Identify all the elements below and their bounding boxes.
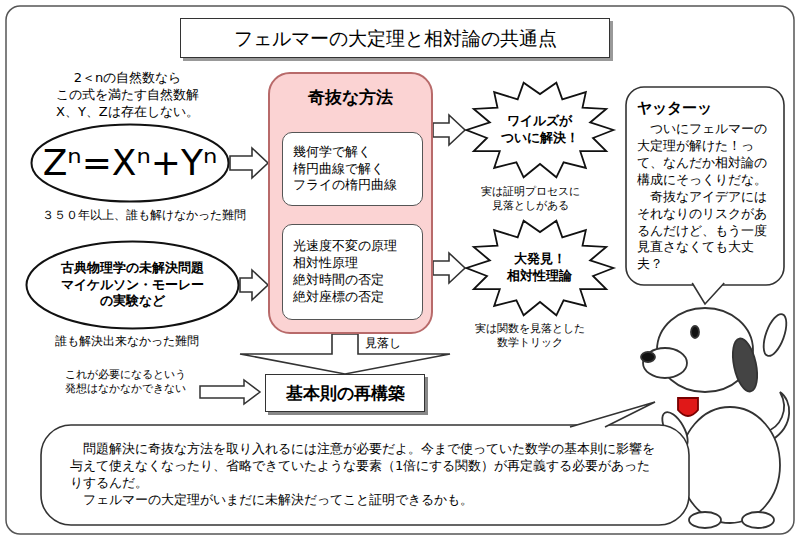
bubble-tail xyxy=(570,402,655,427)
white-node: 幾何学で解く 楕円曲線で解く フライの楕円曲線 xyxy=(282,132,423,206)
block-arrow xyxy=(230,148,268,178)
note-label: 実は関数を見落とした 数学トリック xyxy=(472,322,589,351)
leader-arrow xyxy=(200,380,260,404)
node-heading: 光速度不変の原理 相対性原理 絶対時間の否定 絶対座標の否定 xyxy=(293,238,405,306)
node-body: 奇抜なアイデアにはそれなりのリスクがあるんだけど、もう一度見直さなくても大丈夫？ xyxy=(637,189,773,273)
page-frame xyxy=(6,6,794,534)
block-arrow xyxy=(240,334,450,374)
block-arrow xyxy=(240,270,268,300)
node-body: フェルマーの大定理がいまだに未解決だってこと証明できるかも。 xyxy=(70,492,660,509)
title-text: フェルマーの大定理と相対論の共通点 xyxy=(234,26,557,51)
box7-node: 基本則の再構築 xyxy=(265,374,425,412)
star-node: ワイルズが ついに解決！ xyxy=(465,80,615,180)
ellipse-shape xyxy=(32,125,229,202)
node-heading: ヤッターッ xyxy=(637,99,773,119)
note-label: 誰も解決出来なかった難問 xyxy=(55,334,199,350)
title-box: フェルマーの大定理と相対論の共通点 xyxy=(180,18,610,58)
white-node: 光速度不変の原理 相対性原理 絶対時間の否定 絶対座標の否定 xyxy=(282,224,423,320)
dog-nose xyxy=(641,352,655,362)
bubble-body xyxy=(41,425,689,525)
node-body: ついにフェルマーの大定理が解けた！って、なんだか相対論の構成にそっくりだな。 xyxy=(637,121,773,189)
node-heading: 大発見！ 相対性理論 xyxy=(504,251,577,285)
block-arrow xyxy=(433,253,465,283)
dog-tag xyxy=(678,398,698,416)
note-label: 実は証明プロセスに 見落としがある xyxy=(478,185,584,214)
node-heading: Zⁿ=Xⁿ+Yⁿ xyxy=(43,140,218,187)
edge-label: 見落し xyxy=(363,336,403,352)
note-label: 2＜nの自然数なら この式を満たす自然数解 X、Y、Zは存在しない。 xyxy=(52,70,203,121)
dog-body xyxy=(680,407,780,523)
dog-eye xyxy=(691,326,699,338)
ellipse-node: 古典物理学の未解決問題 マイケルソン・モーレー の実験など xyxy=(25,240,240,330)
node-heading: 基本則の再構築 xyxy=(286,382,405,404)
block-arrow xyxy=(433,115,465,145)
node-heading: 幾何学で解く 楕円曲線で解く フライの楕円曲線 xyxy=(293,144,405,195)
starburst-shape xyxy=(467,83,614,178)
star-node: 大発見！ 相対性理論 xyxy=(465,218,615,318)
node-heading: 古典物理学の未解決問題 マイケルソン・モーレー の実験など xyxy=(58,260,208,311)
dog-paw xyxy=(689,512,721,528)
bubble-tail-fill xyxy=(570,402,655,427)
starburst-shape xyxy=(467,221,614,316)
node-heading: 問題解決に奇抜な方法を取り入れるには注意が必要だよ。今まで使っていた数学の基本則… xyxy=(70,441,660,492)
node-heading: ワイルズが ついに解決！ xyxy=(497,113,583,147)
bubble-body xyxy=(626,87,784,285)
note-label: これが必要になるという 発想はなかなかできない xyxy=(62,368,190,397)
dog-ear xyxy=(729,336,762,393)
bubbleR-node: ヤッターッついにフェルマーの大定理が解けた！って、なんだか相対論の構成にそっくり… xyxy=(625,86,785,286)
bubble-tail xyxy=(692,283,724,304)
note-label: ３５０年以上、誰も解けなかった難問 xyxy=(42,208,246,224)
ellipse-shape xyxy=(27,242,239,329)
dog-paw xyxy=(742,512,774,528)
dog-arm xyxy=(759,311,791,359)
bubble-tail-fill xyxy=(692,283,724,304)
ellipse-node: Zⁿ=Xⁿ+Yⁿ xyxy=(30,123,230,203)
bubbleB-node: 問題解決に奇抜な方法を取り入れるには注意が必要だよ。今まで使っていた数学の基本則… xyxy=(40,424,690,526)
node-heading: 奇抜な方法 xyxy=(308,86,393,108)
pink-node: 奇抜な方法幾何学で解く 楕円曲線で解く フライの楕円曲線光速度不変の原理 相対性… xyxy=(268,72,433,334)
